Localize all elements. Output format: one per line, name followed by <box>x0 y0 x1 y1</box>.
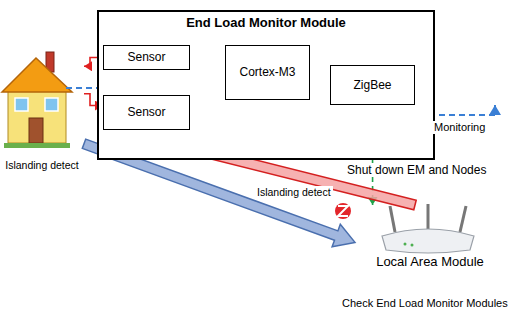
module-box: End Load Monitor ModuleSensorCortex-M3Zi… <box>97 10 435 160</box>
house-node: Islanding detect <box>0 50 84 175</box>
router-icon <box>382 204 474 253</box>
zigbee-box: ZigBee <box>330 65 415 105</box>
processor-box: Cortex-M3 <box>225 45 310 100</box>
node-text: Sensor <box>127 50 165 64</box>
sensor-box: Sensor <box>103 95 190 130</box>
node-text: Local Area Module <box>376 254 484 270</box>
node-text: Cortex-M3 <box>239 65 295 79</box>
sensor-box: Sensor <box>103 45 190 70</box>
node-text: ZigBee <box>353 78 391 92</box>
edge-label: Shut down EM and Nodes <box>345 163 488 177</box>
zigbee-logo <box>335 203 351 219</box>
node-text: Sensor <box>127 105 165 119</box>
monitoring-label: Monitoring <box>432 121 487 134</box>
node-text: Islanding detect <box>5 159 79 172</box>
house-icon <box>2 52 72 148</box>
local-module-node: Local Area Module <box>355 205 505 273</box>
edge-label: Islanding detect <box>255 186 333 199</box>
caption-note: Check End Load Monitor Modules <box>340 297 510 310</box>
node-text: End Load Monitor Module <box>186 15 346 31</box>
